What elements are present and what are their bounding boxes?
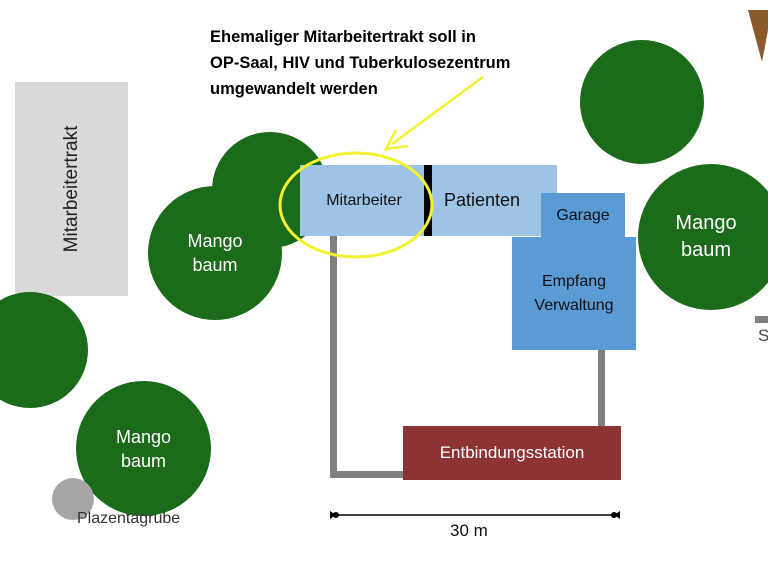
staff-building-label: Mitarbeiter	[326, 191, 402, 209]
annotation-line-3: umgewandelt werden	[210, 80, 378, 98]
annotation-text: Ehemaliger Mitarbeitertrakt soll in OP-S…	[210, 24, 570, 102]
mango-tree-left-top-line1: Mango	[187, 231, 243, 251]
mango-tree-left-top: Mango baum	[148, 186, 282, 320]
mango-tree-left-top-line2: baum	[192, 255, 238, 275]
tree-top-right	[580, 40, 704, 164]
mango-tree-right: Mango baum	[638, 164, 768, 310]
placenta-pit-circle	[52, 478, 94, 520]
path-right-edge	[755, 316, 768, 323]
old-staff-wing: Mitarbeitertrakt	[15, 82, 128, 296]
placenta-pit-label: Plazentagrube	[77, 510, 181, 527]
building-divider	[424, 165, 432, 236]
mango-tree-bottom-line2: baum	[120, 450, 167, 471]
highlight-ellipse	[278, 151, 434, 259]
reception-building-line1: Empfang	[541, 272, 607, 290]
mango-tree-right-line2: baum	[680, 239, 732, 261]
path-left-vertical	[330, 232, 337, 478]
highlight-arrow-line	[391, 75, 484, 146]
mango-tree-bottom: Mango baum	[76, 381, 211, 516]
highlight-arrow-head	[383, 129, 409, 151]
garage-building-label: Garage	[556, 207, 610, 224]
annotation-line-2: OP-Saal, HIV und Tuberkulosezentrum	[210, 54, 511, 72]
path-bottom-horizontal	[330, 471, 406, 478]
maternity-building-label: Entbindungsstation	[439, 443, 585, 462]
path-right-vertical	[598, 348, 605, 430]
edge-text-fragment: S	[758, 326, 768, 345]
brown-corner-shape	[748, 10, 768, 62]
reception-building-line2: Verwaltung	[534, 296, 614, 314]
mango-tree-bottom-line1: Mango	[115, 426, 172, 447]
garage-building: Garage	[541, 193, 625, 239]
maternity-building: Entbindungsstation	[403, 426, 621, 480]
reception-building: Empfang Verwaltung	[512, 237, 636, 350]
scale-bar	[330, 511, 620, 519]
annotation-line-1: Ehemaliger Mitarbeitertrakt soll in	[210, 28, 476, 46]
scale-label: 30 m	[450, 521, 488, 540]
patients-building: Patienten	[432, 165, 557, 236]
patients-building-label: Patienten	[444, 190, 521, 210]
mango-tree-right-line1: Mango	[675, 212, 737, 234]
staff-building: Mitarbeiter	[300, 165, 428, 236]
